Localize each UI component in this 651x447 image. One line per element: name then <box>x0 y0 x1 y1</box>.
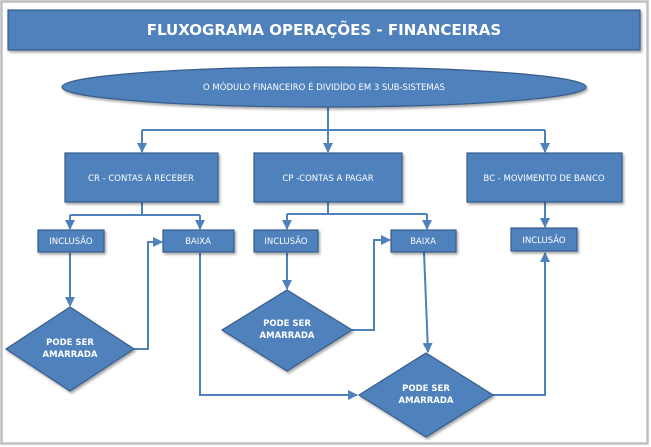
subsystem-cr: CR - CONTAS A RECEBER <box>64 152 219 203</box>
merge-decision-line2: AMARRADA <box>399 396 454 406</box>
cp-decision-line2: AMARRADA <box>260 331 315 341</box>
bc-inclusao-node: INCLUSÃO <box>510 227 578 252</box>
subsystem-cp-label: CP -CONTAS A PAGAR <box>282 174 373 184</box>
cr-inclusao-node: INCLUSÃO <box>37 229 105 253</box>
root-label: O MÓDULO FINANCEIRO É DIVIDÍDO EM 3 SUB-… <box>203 81 445 93</box>
bc-inclusao-label: INCLUSÃO <box>522 235 566 246</box>
cp-decision-line1: PODE SER <box>263 319 311 329</box>
flowchart-title: FLUXOGRAMA OPERAÇÕES - FINANCEIRAS <box>147 20 501 39</box>
connector-cp-decision-to-baixa <box>352 235 391 331</box>
cr-decision-node: PODE SER AMARRADA <box>4 306 136 392</box>
cp-inclusao-label: INCLUSÃO <box>264 236 308 247</box>
cr-decision-line1: PODE SER <box>46 338 94 348</box>
subsystem-bc: BC - MOVIMENTO DE BANCO <box>466 152 623 203</box>
connector-cr-decision-to-baixa <box>134 237 163 350</box>
cr-baixa-node: BAIXA <box>162 229 235 253</box>
merge-decision-node: PODE SER AMARRADA <box>357 352 495 438</box>
cp-inclusao-node: INCLUSÃO <box>253 229 319 253</box>
cr-inclusao-label: INCLUSÃO <box>49 236 93 247</box>
connectors <box>65 106 550 400</box>
cp-baixa-label: BAIXA <box>410 237 436 247</box>
connector-cp-baixa-to-merge <box>422 251 433 353</box>
subsystem-cp: CP -CONTAS A PAGAR <box>253 152 403 203</box>
connector-cr-baixa-to-merge <box>199 253 358 400</box>
subsystem-cr-label: CR - CONTAS A RECEBER <box>88 174 194 184</box>
merge-decision-line1: PODE SER <box>402 384 450 394</box>
cp-baixa-node: BAIXA <box>390 229 457 253</box>
cr-decision-line2: AMARRADA <box>43 350 98 360</box>
root-node: O MÓDULO FINANCEIRO É DIVIDÍDO EM 3 SUB-… <box>61 66 587 108</box>
connector-merge-to-bc-inclusao <box>493 252 550 396</box>
subsystem-bc-label: BC - MOVIMENTO DE BANCO <box>483 174 604 184</box>
title-banner: FLUXOGRAMA OPERAÇÕES - FINANCEIRAS <box>7 9 641 51</box>
cp-decision-node: PODE SER AMARRADA <box>220 289 354 372</box>
cr-baixa-label: BAIXA <box>185 237 211 247</box>
